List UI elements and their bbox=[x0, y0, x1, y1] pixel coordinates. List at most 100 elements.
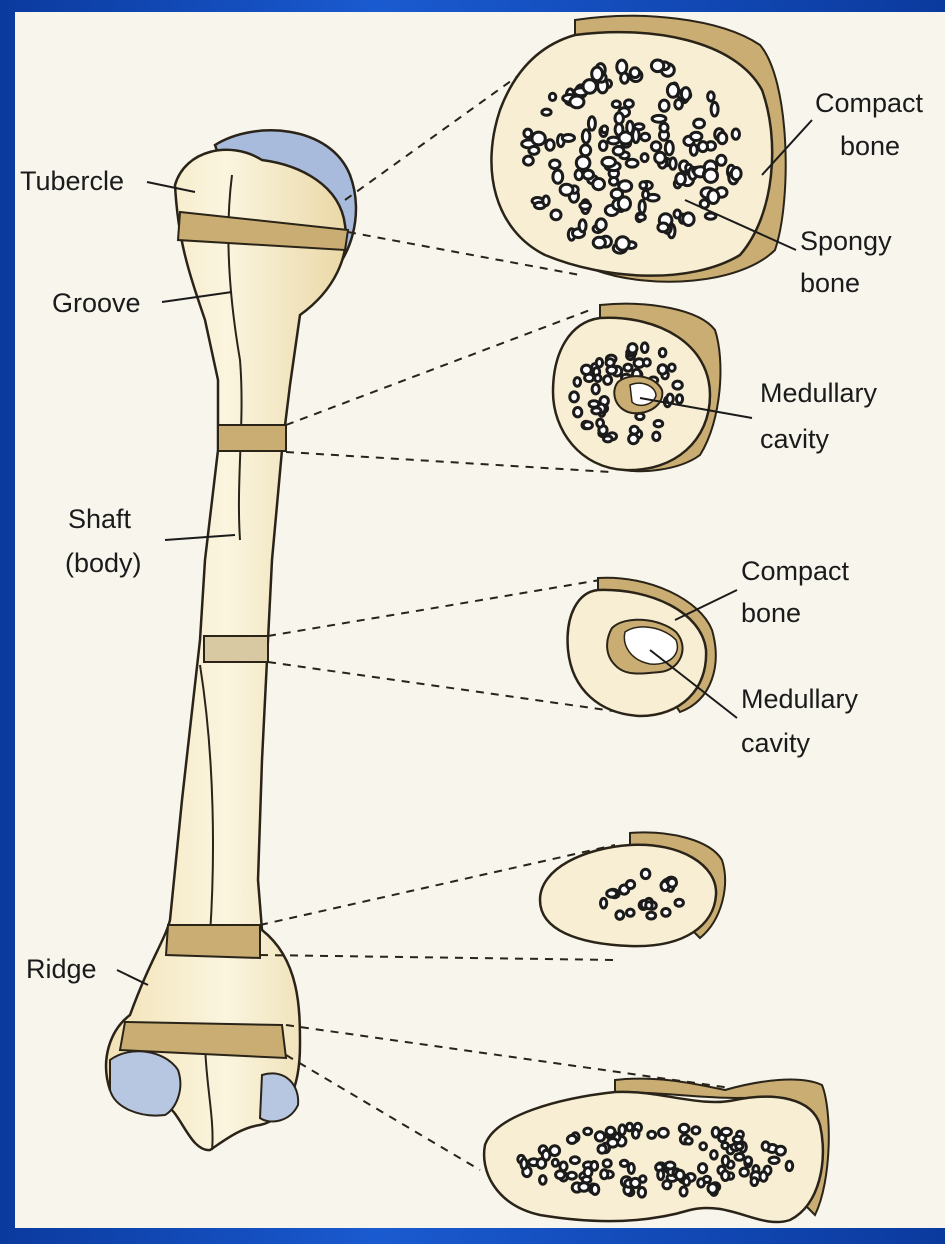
bone-pore bbox=[698, 142, 707, 152]
bone-pore bbox=[562, 135, 574, 142]
bone-pore bbox=[618, 197, 630, 210]
bone-pore bbox=[596, 359, 602, 367]
bone-pore bbox=[621, 73, 629, 83]
cross-section-5 bbox=[484, 1079, 829, 1222]
cross-section-1 bbox=[491, 16, 785, 282]
label-spongy-bone-a: Spongy bbox=[800, 226, 892, 256]
bone-pore bbox=[639, 201, 645, 214]
bone-pore bbox=[560, 184, 573, 195]
bone-pore bbox=[698, 1179, 705, 1187]
bone-pore bbox=[655, 152, 666, 163]
humerus-bone bbox=[106, 130, 356, 1150]
bone-pore bbox=[591, 1184, 598, 1194]
bone-pore bbox=[596, 219, 606, 231]
bone-pore bbox=[626, 159, 638, 167]
bone-pore bbox=[717, 155, 726, 165]
bone-pore bbox=[641, 869, 650, 878]
bone-pore bbox=[751, 1178, 758, 1186]
bone-pore bbox=[580, 202, 591, 209]
bone-pore bbox=[574, 408, 582, 417]
bone-pore bbox=[604, 436, 613, 442]
bone-pore bbox=[665, 1162, 675, 1169]
bone-pore bbox=[691, 132, 702, 140]
bone-pore bbox=[652, 115, 666, 122]
bone-pore bbox=[708, 92, 715, 101]
bone-pore bbox=[670, 158, 677, 169]
bone-pore bbox=[643, 359, 650, 366]
bone-pore bbox=[556, 1171, 565, 1179]
bone-pore bbox=[583, 170, 593, 179]
bone-pore bbox=[665, 141, 673, 155]
bone-pore bbox=[595, 1132, 604, 1141]
bone-pore bbox=[704, 169, 717, 182]
bone-pore bbox=[643, 190, 649, 198]
bone-pore bbox=[570, 392, 579, 402]
bone-pore bbox=[735, 1154, 744, 1161]
section-band-4 bbox=[166, 925, 260, 958]
bone-pore bbox=[669, 364, 676, 371]
bone-pore bbox=[613, 146, 624, 155]
bone-pore bbox=[653, 432, 660, 440]
bone-pore bbox=[762, 1142, 769, 1150]
bone-pore bbox=[760, 1172, 767, 1182]
bone-pore bbox=[683, 1178, 689, 1186]
bone-pore bbox=[575, 170, 583, 180]
bone-pore bbox=[532, 132, 545, 145]
bone-pore bbox=[641, 133, 650, 140]
bone-pore bbox=[598, 1145, 606, 1153]
bone-pore bbox=[700, 1143, 707, 1150]
bone-pore bbox=[663, 1181, 671, 1189]
bone-pore bbox=[601, 898, 607, 908]
bone-pore bbox=[626, 1123, 632, 1131]
bone-pore bbox=[625, 100, 634, 108]
cross-section-4 bbox=[540, 832, 725, 946]
bone-pore bbox=[592, 408, 601, 414]
bone-pore bbox=[659, 100, 669, 111]
bone-pore bbox=[593, 179, 605, 190]
bone-pore bbox=[550, 160, 560, 169]
bone-pore bbox=[638, 1188, 645, 1198]
bone-pore bbox=[733, 1136, 742, 1142]
section-band-2 bbox=[218, 425, 286, 451]
label-medullary-cavity-3a: Medullary bbox=[741, 684, 859, 714]
bone-pore bbox=[630, 68, 639, 78]
bone-pore bbox=[628, 344, 637, 353]
bone-pore bbox=[654, 421, 663, 427]
bone-pore bbox=[694, 119, 705, 128]
bone-pore bbox=[662, 909, 670, 917]
bone-pore bbox=[620, 1160, 628, 1166]
label-groove: Groove bbox=[52, 288, 141, 318]
label-shaft-body: (body) bbox=[65, 548, 142, 578]
bone-pore bbox=[676, 395, 682, 404]
label-medullary-cavity-2a: Medullary bbox=[760, 378, 878, 408]
bone-pore bbox=[641, 343, 648, 353]
bone-pore bbox=[641, 154, 648, 162]
bone-pore bbox=[606, 359, 614, 367]
lower-articular-cartilage bbox=[110, 1051, 180, 1115]
bone-pore bbox=[551, 210, 561, 220]
bone-pore bbox=[721, 1128, 731, 1135]
bone-pore bbox=[776, 1146, 786, 1155]
bone-pore bbox=[543, 196, 549, 206]
bone-pore bbox=[581, 145, 591, 156]
bone-pore bbox=[552, 1159, 558, 1166]
bone-pore bbox=[610, 178, 618, 186]
bone-pore bbox=[699, 1164, 707, 1173]
bone-pore bbox=[640, 182, 647, 189]
bone-pore bbox=[567, 1172, 576, 1179]
bone-pore bbox=[722, 1143, 728, 1149]
bone-pore bbox=[675, 899, 683, 906]
bone-pore bbox=[659, 1128, 669, 1137]
cross-section-3 bbox=[568, 578, 716, 716]
bone-pore bbox=[658, 223, 669, 232]
bone-pore bbox=[722, 1171, 729, 1181]
bone-pore bbox=[601, 126, 607, 133]
bone-pore bbox=[612, 101, 620, 108]
bone-pore bbox=[667, 84, 678, 98]
bone-pore bbox=[529, 146, 539, 154]
bone-pore bbox=[592, 384, 599, 394]
bone-pore bbox=[607, 890, 617, 897]
bone-pore bbox=[692, 1127, 700, 1134]
bone-pore bbox=[601, 1170, 608, 1179]
